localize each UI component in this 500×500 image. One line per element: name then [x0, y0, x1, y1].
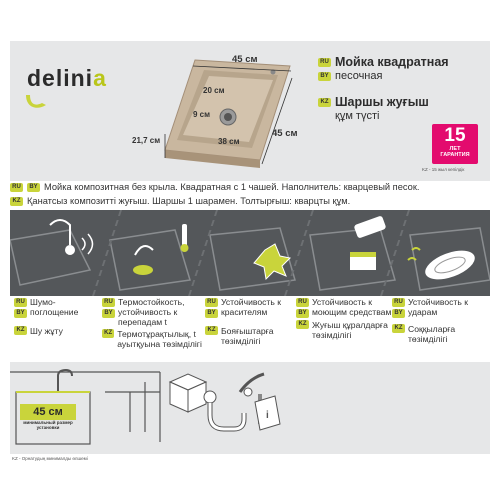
svg-text:i: i: [266, 410, 269, 421]
logo-swirl-icon: [26, 95, 46, 108]
feature-heat-kz: Термотұрақтылық, t ауытқуына төзімділігі: [117, 329, 202, 349]
lang-badge-by: BY: [296, 309, 309, 318]
dim-width: 45 см: [232, 54, 258, 65]
warranty-line2: ГАРАНТИЯ: [440, 152, 470, 158]
manual-booklet-illustration: i: [254, 395, 281, 431]
dim-bowl-width: 38 см: [218, 137, 240, 146]
lang-badge-by: BY: [27, 182, 40, 192]
lang-badge-kz: KZ: [392, 324, 405, 333]
lang-badge-kz: KZ: [10, 196, 23, 206]
dye-resistance-illustration: [209, 227, 296, 291]
title-kz-row: KZ Шаршы жуғыш: [318, 95, 429, 109]
dim-depth: 45 см: [272, 128, 298, 139]
subtitle-ru-row: BY песочная: [318, 70, 382, 82]
lang-badge-ru: RU: [392, 298, 405, 307]
lang-badge-kz: KZ: [14, 326, 27, 335]
package-box-illustration: [168, 373, 208, 413]
lang-badge-ru: RU: [296, 298, 309, 307]
lang-badge-ru: RU: [318, 57, 331, 67]
cabinet-width-label: 45 см: [20, 404, 76, 420]
feature-dyes-ru: Устойчивость к красителям: [221, 297, 281, 317]
sink-illustration: [164, 59, 291, 168]
dim-drain: 9 см: [193, 110, 211, 119]
feature-noise-kz: Шу жұту: [30, 326, 63, 336]
warranty-line1: ЛЕТ: [449, 146, 461, 152]
feature-detergents-ru: Устойчивость к моющим средствам: [312, 297, 392, 317]
feature-impact-ru: Устойчивость к ударам: [408, 297, 468, 317]
heat-resistance-illustration: [109, 224, 191, 291]
features-illustration-band: [10, 210, 490, 296]
brand-name-accent: a: [93, 65, 107, 91]
description-ru-row: RU BY Мойка композитная без крыла. Квадр…: [10, 182, 490, 192]
feature-impact-kz: Соққыларға төзімділігі: [408, 324, 456, 344]
features-illustration: [10, 216, 490, 291]
lang-badge-ru: RU: [205, 298, 218, 307]
lang-badge-by: BY: [102, 309, 115, 318]
title-ru-row: RU Мойка квадратная: [318, 55, 449, 69]
cabinet-min-size-note: минимальный размер установки: [23, 420, 73, 430]
warranty-badge: 15 ЛЕТ ГАРАНТИЯ: [432, 124, 478, 164]
installation-kz-note: KZ - Орнатудың минималды өлшемі: [12, 456, 88, 461]
lang-badge-kz: KZ: [102, 329, 115, 338]
warranty-years: 15: [444, 125, 466, 146]
feature-detergents-kz: Жуғыш құралдарға төзімділігі: [312, 320, 388, 340]
lang-badge-kz: KZ: [318, 97, 331, 107]
lang-badge-by: BY: [318, 71, 331, 81]
feature-dyes-kz: Бояғыштарға төзімділігі: [221, 326, 274, 346]
cabinet-illustration: [10, 368, 161, 445]
subtitle-ru: песочная: [335, 70, 383, 82]
dim-bowl-depth: 20 см: [203, 86, 225, 95]
feature-impact: RU BY Устойчивость к ударам KZ Соққыларға…: [392, 297, 492, 346]
feature-heat: RU BY Термостойкость, устойчивость к пере…: [102, 297, 202, 351]
subtitle-kz: құм түсті: [335, 110, 380, 122]
installation-illustration: i: [10, 368, 281, 445]
feature-noise: RU BY Шумо-поглощение KZ Шу жұту: [14, 297, 114, 338]
description-kz: Қанатсыз композитті жуғыш. Шаршы 1 шарам…: [27, 196, 351, 206]
lang-badge-ru: RU: [10, 182, 23, 192]
detergent-resistance-illustration: [309, 216, 396, 291]
warranty-note: KZ - 15 жыл кепілдік: [422, 167, 465, 172]
lang-badge-kz: KZ: [205, 326, 218, 335]
brand-name: delini: [27, 65, 94, 91]
lang-badge-ru: RU: [102, 298, 115, 307]
lang-badge-ru: RU: [14, 298, 27, 307]
title-kz: Шаршы жуғыш: [335, 95, 429, 109]
lang-badge-by: BY: [392, 309, 405, 318]
lang-badge-by: BY: [205, 309, 218, 318]
title-ru: Мойка квадратная: [335, 55, 449, 69]
feature-heat-ru: Термостойкость, устойчивость к перепадам…: [118, 297, 185, 327]
brand-logo: delinia: [27, 65, 107, 92]
dim-height: 21,7 см: [132, 136, 161, 145]
lang-badge-by: BY: [14, 309, 27, 318]
feature-dyes: RU BY Устойчивость к красителям KZ Бояғыш…: [205, 297, 305, 348]
description-ru: Мойка композитная без крыла. Квадратная …: [44, 182, 420, 192]
description-kz-row: KZ Қанатсыз композитті жуғыш. Шаршы 1 ша…: [10, 196, 490, 206]
feature-noise-ru: Шумо-поглощение: [30, 297, 79, 317]
lang-badge-kz: KZ: [296, 320, 309, 329]
noise-absorption-illustration: [10, 219, 94, 286]
impact-resistance-illustration: [407, 227, 490, 291]
